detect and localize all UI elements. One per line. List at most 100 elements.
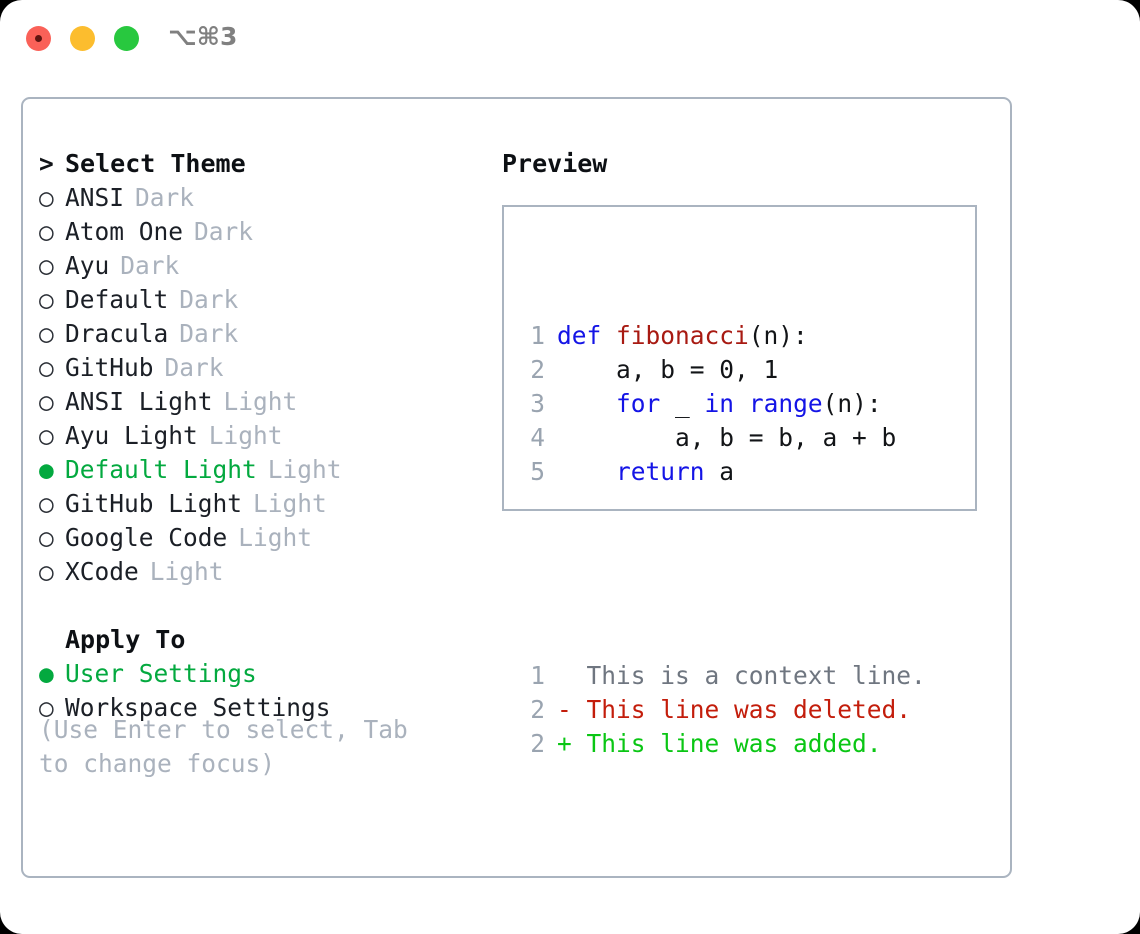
diff-text: This line was deleted. <box>571 695 912 724</box>
code-line: 3 for _ in range(n): <box>521 387 926 421</box>
diff-line: 2+ This line was added. <box>521 727 926 761</box>
theme-variant-tag: Light <box>238 523 313 552</box>
keyboard-hint: (Use Enter to select, Tab to change focu… <box>39 715 423 778</box>
apply-to-title: Apply To <box>65 625 186 654</box>
line-number: 5 <box>530 457 545 486</box>
close-button[interactable] <box>26 26 51 51</box>
theme-list-item[interactable]: ○ Atom One Dark <box>39 215 479 249</box>
window-controls <box>26 26 139 51</box>
apply-to-list: ● User Settings ○ Workspace Settings <box>39 657 479 725</box>
theme-list-heading: > Select Theme <box>39 147 479 181</box>
theme-list-item[interactable]: ○ Ayu Dark <box>39 249 479 283</box>
radio-unselected-icon[interactable]: ○ <box>39 387 54 416</box>
code-token: a, b = b, a + b <box>557 423 897 452</box>
code-token <box>734 389 749 418</box>
apply-to-heading: Apply To <box>39 623 479 657</box>
theme-variant-tag: Dark <box>194 217 254 246</box>
code-token: def <box>557 321 617 350</box>
code-diff-spacer <box>521 557 926 591</box>
apply-to-name: Workspace Settings <box>65 693 331 722</box>
window-title: ⌥⌘3 <box>168 22 238 51</box>
diff-line: 2- This line was deleted. <box>521 693 926 727</box>
code-line: 2 a, b = 0, 1 <box>521 353 926 387</box>
radio-unselected-icon[interactable]: ○ <box>39 353 54 382</box>
code-token: a, b = 0, 1 <box>557 355 779 384</box>
line-number: 2 <box>530 729 545 758</box>
theme-name: Ayu <box>65 251 110 280</box>
code-token: (n): <box>822 389 882 418</box>
theme-name: Google Code <box>65 523 228 552</box>
radio-unselected-icon[interactable]: ○ <box>39 489 54 518</box>
line-number: 4 <box>530 423 545 452</box>
code-token <box>557 457 616 486</box>
line-number: 2 <box>530 695 545 724</box>
radio-unselected-icon[interactable]: ○ <box>39 251 54 280</box>
apply-to-item[interactable]: ● User Settings <box>39 657 479 691</box>
radio-selected-icon[interactable]: ● <box>39 455 54 484</box>
theme-variant-tag: Light <box>253 489 327 518</box>
theme-name: Dracula <box>65 319 169 348</box>
apply-to-name: User Settings <box>65 659 257 688</box>
radio-unselected-icon[interactable]: ○ <box>39 183 54 212</box>
theme-name: Atom One <box>65 217 184 246</box>
radio-unselected-icon[interactable]: ○ <box>39 557 54 586</box>
radio-unselected-icon[interactable]: ○ <box>39 319 54 348</box>
theme-list-item[interactable]: ○ Google Code Light <box>39 521 479 555</box>
theme-name: ANSI <box>65 183 125 212</box>
line-number: 1 <box>530 321 545 350</box>
maximize-button[interactable] <box>114 26 139 51</box>
diff-sign <box>557 661 572 690</box>
preview-title: Preview <box>502 149 608 178</box>
radio-unselected-icon[interactable]: ○ <box>39 693 54 722</box>
theme-list-item[interactable]: ○ Dracula Dark <box>39 317 479 351</box>
apply-to-item[interactable]: ○ Workspace Settings <box>39 691 479 725</box>
code-token: a <box>704 457 735 486</box>
diff-sign: - <box>557 695 572 724</box>
list-spacer <box>39 589 479 623</box>
page-title: Select Theme <box>65 149 246 178</box>
line-number: 2 <box>530 355 545 384</box>
theme-list-item[interactable]: ○ GitHub Light Light <box>39 487 479 521</box>
theme-list-item[interactable]: ○ ANSI Dark <box>39 181 479 215</box>
code-token: _ <box>660 389 705 418</box>
theme-variant-tag: Dark <box>120 251 180 280</box>
code-token: range <box>748 389 823 418</box>
radio-selected-icon[interactable]: ● <box>39 659 54 688</box>
theme-variant-tag: Light <box>267 455 342 484</box>
theme-name: ANSI Light <box>65 387 213 416</box>
minimize-button[interactable] <box>70 26 95 51</box>
caret-icon: > <box>39 149 54 178</box>
radio-unselected-icon[interactable]: ○ <box>39 523 54 552</box>
radio-unselected-icon[interactable]: ○ <box>39 217 54 246</box>
code-line: 5 return a <box>521 455 926 489</box>
code-token: (n): <box>748 321 808 350</box>
theme-variant-tag: Light <box>223 387 298 416</box>
theme-variant-tag: Light <box>149 557 224 586</box>
line-number: 1 <box>530 661 545 690</box>
code-token <box>557 389 616 418</box>
code-token: for <box>616 389 661 418</box>
theme-name: Ayu Light <box>65 421 198 450</box>
theme-list-item[interactable]: ○ ANSI Light Light <box>39 385 479 419</box>
theme-name: GitHub Light <box>65 489 243 518</box>
radio-unselected-icon[interactable]: ○ <box>39 285 54 314</box>
window-titlebar: ⌥⌘3 <box>0 0 1140 78</box>
radio-unselected-icon[interactable]: ○ <box>39 421 54 450</box>
code-token: return <box>616 457 705 486</box>
diff-sample: 1 This is a context line. 2- This line wa… <box>521 659 926 761</box>
code-line: 4 a, b = b, a + b <box>521 421 926 455</box>
theme-variant-tag: Dark <box>179 319 239 348</box>
diff-text: This is a context line. <box>571 661 926 690</box>
theme-variant-tag: Dark <box>164 353 224 382</box>
theme-variant-tag: Dark <box>135 183 195 212</box>
